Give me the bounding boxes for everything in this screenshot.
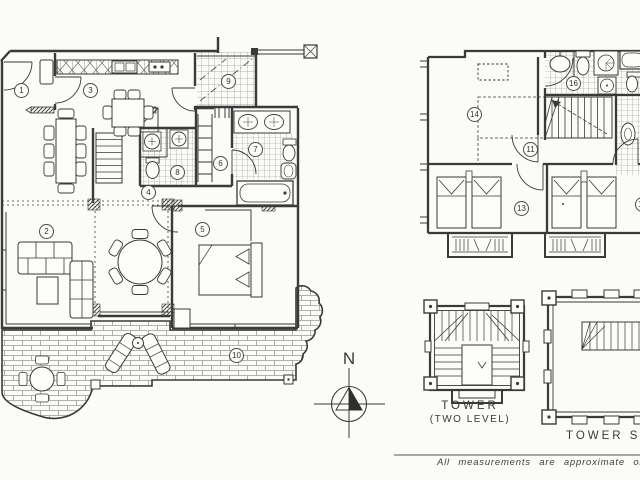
toilet bbox=[282, 144, 296, 162]
coffee-table bbox=[36, 276, 59, 305]
ground-floor-lines bbox=[2, 49, 304, 328]
room-number-6: 6 bbox=[213, 156, 228, 171]
wc-fixtures bbox=[142, 129, 189, 179]
studio-posts bbox=[541, 289, 640, 425]
kitchen-hob bbox=[148, 61, 171, 73]
toilet-upper bbox=[576, 56, 590, 76]
upper-door-arcs bbox=[511, 57, 639, 191]
terrace-railing bbox=[251, 44, 318, 59]
upper-window-ticks bbox=[420, 60, 428, 224]
kitchen-fittings bbox=[39, 59, 179, 137]
upper-stairs bbox=[477, 96, 613, 164]
room-number-1: 1 bbox=[14, 83, 29, 98]
room-number-5: 5 bbox=[195, 222, 210, 237]
bedroom-furniture bbox=[173, 209, 263, 329]
bidet bbox=[280, 162, 297, 180]
tower-plan bbox=[423, 299, 530, 404]
patio-table bbox=[29, 366, 55, 392]
tower-title: TOWER bbox=[441, 400, 499, 412]
room-number-8: 8 bbox=[170, 165, 185, 180]
kitchen-table bbox=[111, 98, 145, 128]
room-number-2: 2 bbox=[39, 224, 54, 239]
tower-subtitle: (TWO LEVEL) bbox=[429, 414, 511, 425]
upper-bath-fixtures bbox=[549, 50, 640, 146]
door-arcs bbox=[3, 61, 257, 233]
room-number-9: 9 bbox=[221, 74, 236, 89]
bidet-upper bbox=[620, 122, 636, 146]
kitchen-sink bbox=[111, 60, 138, 74]
round-dining-table bbox=[108, 229, 172, 295]
living-room-furniture bbox=[17, 241, 94, 319]
room-number-11: 11 bbox=[523, 142, 538, 157]
tower-entrance-steps bbox=[451, 389, 503, 404]
tower-studio-title: TOWER STUDIO bbox=[566, 430, 640, 442]
room-number-14: 14 bbox=[467, 107, 482, 122]
room-number-13: 13 bbox=[514, 201, 529, 216]
tower-posts bbox=[423, 299, 530, 391]
tub-upper bbox=[619, 50, 640, 70]
fridge bbox=[39, 59, 54, 85]
tower-studio-plan bbox=[541, 289, 640, 425]
upper-walls bbox=[426, 49, 640, 258]
north-compass bbox=[314, 368, 385, 438]
first-floor-plan bbox=[420, 49, 640, 258]
north-label: N bbox=[342, 349, 356, 368]
sofa-2 bbox=[69, 260, 94, 319]
dining-table bbox=[43, 108, 87, 194]
ground-floor-plan bbox=[0, 37, 324, 420]
basin bbox=[549, 55, 571, 73]
studio-stairs bbox=[581, 321, 640, 351]
room-number-3: 3 bbox=[83, 83, 98, 98]
room-number-10: 10 bbox=[229, 348, 244, 363]
terrace-furniture bbox=[18, 332, 171, 403]
room-number-7: 7 bbox=[248, 142, 263, 157]
balconies bbox=[452, 236, 601, 253]
room-number-16: 16 bbox=[566, 76, 581, 91]
vanity bbox=[233, 110, 291, 134]
tower-stairs bbox=[434, 311, 520, 386]
disclaimer-text: All measurements are approximate only an… bbox=[437, 457, 640, 468]
twin-beds bbox=[436, 170, 617, 229]
bathroom-fixtures bbox=[233, 110, 297, 206]
skylight-dashed bbox=[477, 63, 509, 81]
room-number-4: 4 bbox=[141, 185, 156, 200]
